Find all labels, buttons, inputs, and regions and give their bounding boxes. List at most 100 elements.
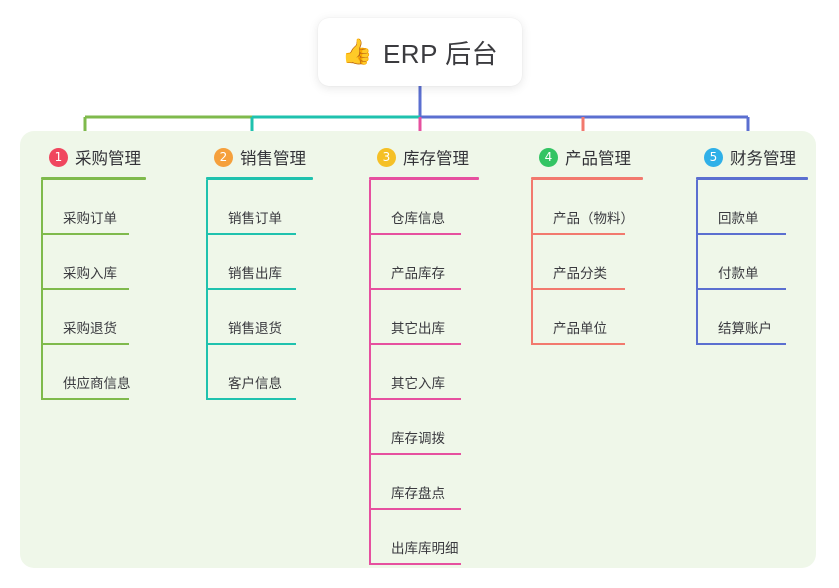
branch-item-underline xyxy=(206,398,296,400)
branch-item-label: 销售订单 xyxy=(228,211,282,226)
branch-item-underline xyxy=(531,343,625,345)
branch-item[interactable]: 付款单 xyxy=(696,235,808,290)
branch-item[interactable]: 产品（物料） xyxy=(531,180,643,235)
branch-item[interactable]: 供应商信息 xyxy=(41,345,146,400)
branch-item-underline xyxy=(696,288,786,290)
branch-item-underline xyxy=(369,343,461,345)
branch-item-label: 库存调拨 xyxy=(391,431,445,446)
branch-item-underline xyxy=(41,288,129,290)
branch-item-label: 销售退货 xyxy=(228,321,282,336)
branch-spine xyxy=(369,180,371,565)
branch-header-3[interactable]: 3 库存管理 xyxy=(369,145,479,169)
branch-header-2[interactable]: 2 销售管理 xyxy=(206,145,313,169)
branch-item-underline xyxy=(369,563,461,565)
branch-item[interactable]: 其它出库 xyxy=(369,290,479,345)
branch-item-label: 销售出库 xyxy=(228,266,282,281)
branch-item-label: 库存盘点 xyxy=(391,486,445,501)
branch-item-underline xyxy=(206,288,296,290)
branch-item-underline xyxy=(369,508,461,510)
branch-title: 采购管理 xyxy=(75,150,141,168)
branch-underline xyxy=(206,177,313,180)
branch-item[interactable]: 采购订单 xyxy=(41,180,146,235)
branch-item[interactable]: 采购入库 xyxy=(41,235,146,290)
branch-column-2: 2 销售管理销售订单销售出库销售退货客户信息 xyxy=(206,145,313,400)
branch-item-label: 采购退货 xyxy=(63,321,117,336)
branch-item-label: 产品库存 xyxy=(391,266,445,281)
branch-item-underline xyxy=(531,288,625,290)
branch-item[interactable]: 出库库明细 xyxy=(369,510,479,565)
branch-item-label: 产品（物料） xyxy=(553,211,634,226)
root-node[interactable]: 👍 ERP 后台 xyxy=(318,18,522,86)
branch-number-badge: 3 xyxy=(377,147,396,167)
branch-underline xyxy=(531,177,643,180)
branch-item-label: 供应商信息 xyxy=(63,376,131,391)
branch-item[interactable]: 采购退货 xyxy=(41,290,146,345)
branch-item[interactable]: 产品分类 xyxy=(531,235,643,290)
branch-title: 销售管理 xyxy=(240,150,306,168)
branch-item-underline xyxy=(41,398,129,400)
branch-items: 仓库信息产品库存其它出库其它入库库存调拨库存盘点出库库明细 xyxy=(369,180,479,565)
branch-header-4[interactable]: 4 产品管理 xyxy=(531,145,643,169)
branch-item-label: 其它出库 xyxy=(391,321,445,336)
branch-item-underline xyxy=(206,343,296,345)
branch-item[interactable]: 回款单 xyxy=(696,180,808,235)
thumbs-up-icon: 👍 xyxy=(341,37,373,66)
branch-item[interactable]: 其它入库 xyxy=(369,345,479,400)
branch-item-underline xyxy=(369,398,461,400)
branch-item-label: 结算账户 xyxy=(718,321,772,336)
branch-item[interactable]: 销售出库 xyxy=(206,235,313,290)
branch-item[interactable]: 销售订单 xyxy=(206,180,313,235)
branch-item-underline xyxy=(696,343,786,345)
branch-underline xyxy=(41,177,146,180)
branch-number-badge: 4 xyxy=(539,147,558,167)
branch-number-badge: 2 xyxy=(214,147,233,167)
branch-item-label: 采购订单 xyxy=(63,211,117,226)
branch-underline xyxy=(696,177,808,180)
root-title: ERP 后台 xyxy=(382,38,499,69)
branch-item[interactable]: 销售退货 xyxy=(206,290,313,345)
branch-column-3: 3 库存管理仓库信息产品库存其它出库其它入库库存调拨库存盘点出库库明细 xyxy=(369,145,479,565)
branch-item-label: 回款单 xyxy=(718,211,759,226)
branch-item-underline xyxy=(41,343,129,345)
branch-item-underline xyxy=(369,453,461,455)
branch-header-1[interactable]: 1 采购管理 xyxy=(41,145,146,169)
branch-item-label: 客户信息 xyxy=(228,376,282,391)
branch-spine xyxy=(531,180,533,345)
branch-item-underline xyxy=(369,233,461,235)
branch-item-underline xyxy=(531,233,625,235)
branch-column-1: 1 采购管理采购订单采购入库采购退货供应商信息 xyxy=(41,145,146,400)
branch-title: 库存管理 xyxy=(403,150,469,168)
branch-spine xyxy=(696,180,698,345)
branch-item[interactable]: 库存调拨 xyxy=(369,400,479,455)
branch-item-label: 产品分类 xyxy=(553,266,607,281)
branch-item-label: 仓库信息 xyxy=(391,211,445,226)
branch-item[interactable]: 仓库信息 xyxy=(369,180,479,235)
branch-item-label: 采购入库 xyxy=(63,266,117,281)
branch-item-underline xyxy=(41,233,129,235)
branch-item[interactable]: 库存盘点 xyxy=(369,455,479,510)
branch-item[interactable]: 产品库存 xyxy=(369,235,479,290)
branch-title: 产品管理 xyxy=(565,150,631,168)
branch-items: 产品（物料） 产品分类产品单位 xyxy=(531,180,643,345)
branch-number-badge: 5 xyxy=(704,147,723,167)
branch-items: 销售订单销售出库销售退货客户信息 xyxy=(206,180,313,400)
branch-spine xyxy=(41,180,43,400)
branch-item-underline xyxy=(696,233,786,235)
branch-item[interactable]: 产品单位 xyxy=(531,290,643,345)
branch-underline xyxy=(369,177,479,180)
branch-item[interactable]: 结算账户 xyxy=(696,290,808,345)
branch-item-label: 付款单 xyxy=(718,266,759,281)
branches-panel xyxy=(20,131,816,568)
branch-items: 回款单付款单结算账户 xyxy=(696,180,808,345)
branch-item-underline xyxy=(369,288,461,290)
branch-spine xyxy=(206,180,208,400)
branch-number-badge: 1 xyxy=(49,147,68,167)
branch-item[interactable]: 客户信息 xyxy=(206,345,313,400)
branch-item-underline xyxy=(206,233,296,235)
branch-column-4: 4 产品管理产品（物料） 产品分类产品单位 xyxy=(531,145,643,345)
branch-item-label: 其它入库 xyxy=(391,376,445,391)
branch-items: 采购订单采购入库采购退货供应商信息 xyxy=(41,180,146,400)
